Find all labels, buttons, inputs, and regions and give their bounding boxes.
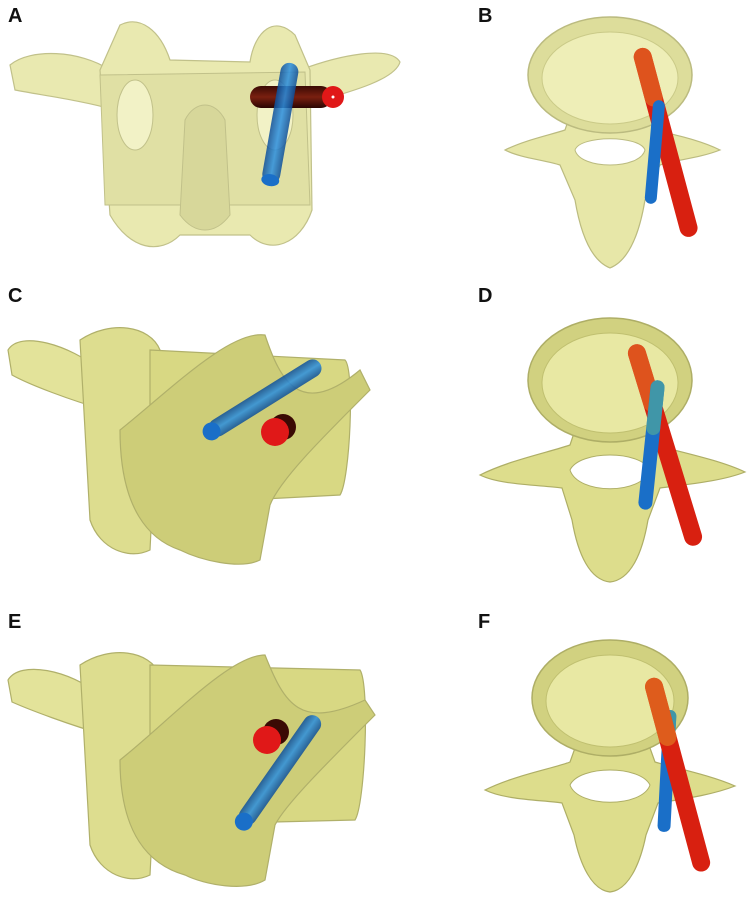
panel-a: A — [0, 0, 420, 280]
blue-screw-e — [234, 715, 322, 831]
red-screw-b — [633, 47, 698, 237]
vertebra-oblique-render-c — [7, 327, 371, 565]
red-screw-a — [250, 86, 344, 108]
panel-label-b: B — [478, 5, 493, 27]
panel-label-e: E — [8, 611, 22, 633]
panel-label-f: F — [478, 611, 491, 633]
panel-d: D — [470, 286, 750, 590]
vertebra-posterior-render — [9, 21, 401, 248]
vertebra-axial-render — [503, 16, 722, 269]
panel-label-d: D — [478, 285, 493, 307]
red-screw-f — [645, 677, 711, 872]
panel-label-a: A — [8, 5, 23, 27]
vertebra-axial-render-d — [478, 317, 747, 583]
panel-b: B — [470, 0, 750, 280]
red-screw-e — [253, 719, 289, 754]
blue-screw-a — [261, 62, 299, 187]
red-screw-c — [261, 414, 296, 446]
panel-c: C — [0, 286, 420, 580]
panel-f: F — [470, 610, 750, 900]
blue-screw-b — [644, 100, 665, 204]
panel-label-c: C — [8, 285, 23, 307]
vertebra-axial-render-f — [483, 639, 737, 893]
blue-screw-c — [202, 359, 322, 441]
panel-e: E — [0, 610, 420, 900]
vertebra-oblique-render-e — [7, 652, 376, 887]
blue-screw-d — [638, 380, 665, 510]
